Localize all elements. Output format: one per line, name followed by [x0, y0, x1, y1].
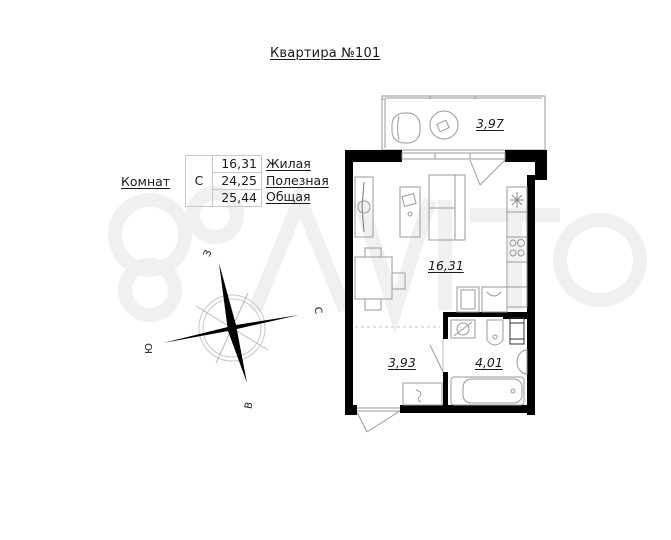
- walls: [345, 150, 547, 415]
- round-table-icon: [429, 110, 459, 140]
- room-code: С: [185, 155, 213, 207]
- area-table: С 16,31 24,25 25,44: [185, 155, 262, 207]
- hall-sink-icon: [402, 382, 443, 406]
- balcony: [381, 95, 546, 151]
- bathroom: [429, 317, 528, 406]
- balcony-area: 3,97: [476, 116, 504, 131]
- cooktop-icon: [509, 239, 525, 257]
- rooms-label: Комнат: [121, 174, 171, 189]
- living-area-value: 16,31: [212, 155, 262, 173]
- washing-machine-icon: [450, 319, 476, 339]
- bathtub-icon: [450, 376, 525, 406]
- useful-area-value: 24,25: [212, 172, 262, 190]
- living-area: 16,31: [428, 258, 464, 273]
- useful-area-label: Полезная: [266, 172, 329, 188]
- living-area-label: Жилая: [266, 156, 311, 171]
- window: [401, 152, 506, 186]
- sink-icon: [456, 286, 480, 313]
- apartment-title: Квартира №101: [270, 46, 381, 61]
- total-area-value: 25,44: [212, 189, 262, 207]
- coffee-table-icon: [399, 186, 421, 238]
- kitchen: [456, 186, 528, 313]
- fridge-icon: [510, 192, 524, 208]
- hall-area: 3,93: [388, 355, 416, 370]
- wardrobe-icon: [354, 176, 374, 238]
- compass-south-label: Ю: [143, 343, 155, 354]
- living-furniture: [354, 174, 466, 328]
- armchair-icon: [391, 112, 421, 144]
- entrance-door-icon: [366, 410, 401, 433]
- washbasin-icon: [516, 349, 528, 375]
- area-names: Жилая Полезная Общая: [266, 156, 329, 206]
- toilet-icon: [486, 319, 504, 346]
- bathroom-area: 4,01: [475, 355, 503, 370]
- dining-table-icon: [354, 256, 393, 300]
- total-area-label: Общая: [266, 189, 311, 204]
- shaft-icon: [509, 317, 525, 345]
- hall: [356, 382, 443, 433]
- compass: [163, 263, 299, 383]
- dishwasher-icon: [481, 286, 508, 313]
